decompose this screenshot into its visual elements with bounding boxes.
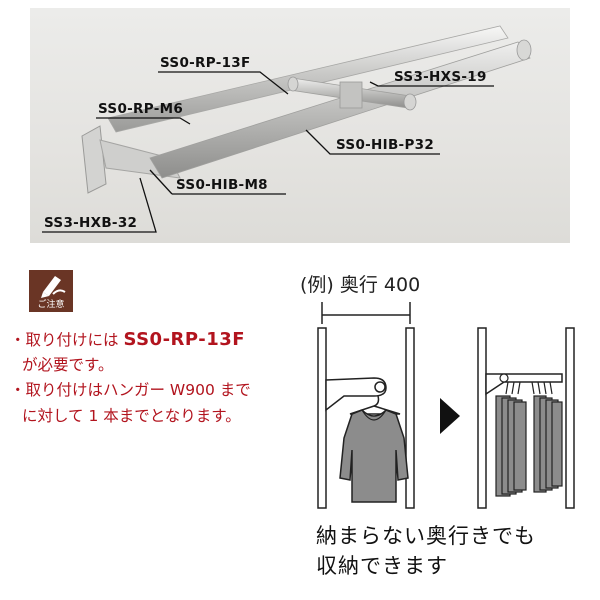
rod-end: [516, 39, 532, 61]
cabinet-after: [477, 327, 575, 509]
bracket-plate: [81, 125, 107, 194]
part-label-rp13f: SS0-RP-13F: [160, 55, 251, 71]
leader-lines: [42, 71, 494, 233]
junction-block: [339, 81, 363, 109]
cross-bar-end: [287, 76, 299, 92]
garment: [339, 409, 409, 503]
required-part: SS0-RP-13F: [123, 329, 246, 350]
caution-line-1-prefix: ・取り付けには: [10, 331, 124, 349]
example-label: (例) 奥行 400: [300, 274, 421, 296]
caution-line-3: ・取り付けはハンガー W900 まで: [10, 381, 251, 399]
caution-icon-label: ご注意: [37, 300, 65, 310]
caution-icon: ご注意: [29, 270, 73, 312]
depth-dimension-line: [321, 302, 411, 324]
product-illustration: [42, 25, 532, 233]
front-rod: [149, 41, 531, 179]
back-rod: [107, 25, 509, 133]
part-label-hibm8: SS0-HIB-M8: [176, 177, 268, 193]
caption-line-2: 収納できます: [316, 554, 448, 578]
part-label-hxb32: SS3-HXB-32: [44, 215, 138, 231]
caption-line-1: 納まらない奥行きでも: [316, 524, 536, 548]
part-label-rpm6: SS0-RP-M6: [98, 101, 184, 117]
garment-stack-left: [495, 395, 527, 497]
caution-line-2: が必要です。: [22, 356, 114, 374]
arrow-right-icon: [440, 398, 460, 434]
caution-line-4: に対して 1 本までとなります。: [22, 407, 241, 425]
caution-line-1: ・取り付けには SS0-RP-13F: [10, 328, 245, 350]
pencil-icon: [41, 276, 66, 298]
cabinet-before: [317, 327, 415, 509]
part-label-hibp32: SS0-HIB-P32: [336, 137, 435, 153]
cross-bar-end: [403, 93, 417, 111]
part-label-hxs19: SS3-HXS-19: [394, 69, 487, 85]
depth-example-diagram: [317, 302, 575, 509]
garment-stack-right: [533, 395, 563, 493]
product-photo: SS0-RP-13F SS3-HXS-19 SS0-RP-M6 SS0-HIB-…: [30, 8, 570, 243]
